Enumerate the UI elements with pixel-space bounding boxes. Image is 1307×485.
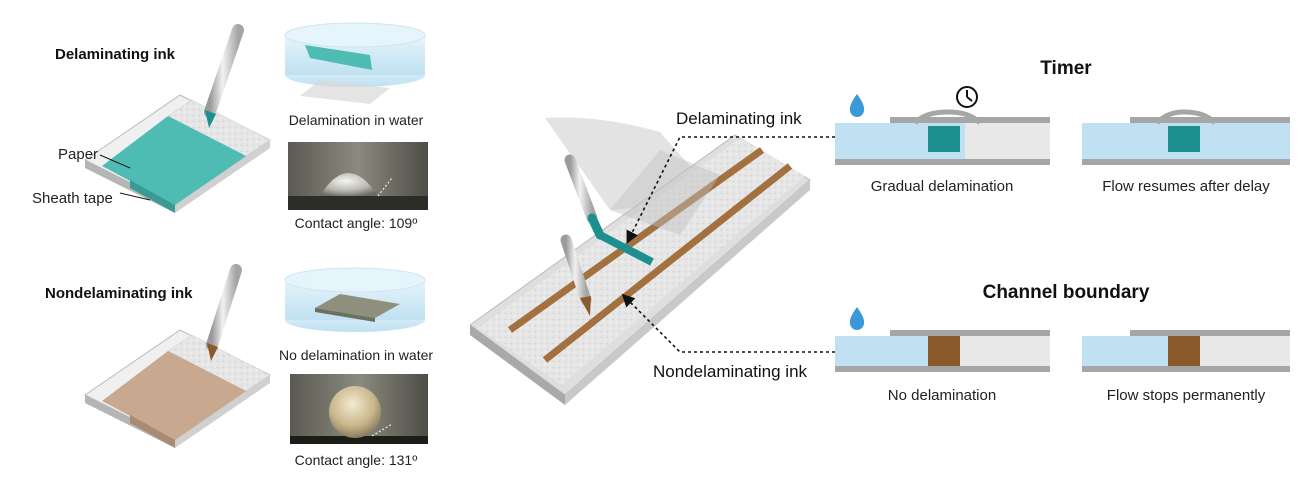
gradual-delamination-caption: Gradual delamination (870, 178, 1014, 195)
pen-icon (204, 24, 244, 128)
timer-channel-resumed (1082, 109, 1290, 165)
paper-leader-line (99, 154, 131, 169)
water-dish-nondelaminating (284, 267, 426, 332)
pen-icon (560, 234, 592, 316)
flow-resumes-caption: Flow resumes after delay (1102, 178, 1270, 195)
water-dish-delaminating (284, 22, 426, 104)
contact-angle-109-caption: Contact angle: 109º (294, 215, 418, 231)
paper-device-illustration (469, 117, 811, 405)
sheath-tape-label: Sheath tape (32, 190, 113, 207)
contact-angle-photo-131 (290, 374, 428, 444)
paper-label: Paper (58, 146, 99, 163)
boundary-channel-no-delamination (835, 330, 1050, 372)
nondelaminating-ink-title: Nondelaminating ink (45, 285, 193, 302)
clock-icon (956, 86, 978, 108)
pen-icon (564, 154, 605, 240)
nondelaminating-sample-illustration (84, 329, 271, 448)
boundary-channel-stopped (1082, 330, 1290, 372)
timer-title: Timer (1040, 58, 1092, 79)
delaminating-ink-title: Delaminating ink (55, 46, 176, 63)
flow-stops-caption: Flow stops permanently (1106, 387, 1266, 404)
delamination-in-water-caption: Delamination in water (288, 112, 424, 128)
delaminating-ink-callout-label: Delaminating ink (676, 109, 802, 128)
channel-boundary-title: Channel boundary (982, 282, 1150, 303)
water-drop-icon (849, 94, 865, 117)
nondelaminating-ink-callout-label: Nondelaminating ink (653, 362, 808, 381)
no-delamination-in-water-caption: No delamination in water (278, 347, 434, 363)
contact-angle-131-caption: Contact angle: 131º (294, 452, 418, 468)
water-drop-icon (849, 307, 865, 330)
delaminating-sample-illustration (84, 94, 271, 213)
timer-channel-gradual (835, 109, 1050, 165)
tape-leader-line (119, 192, 151, 201)
pen-icon (206, 264, 242, 361)
contact-angle-photo-109 (288, 142, 428, 210)
no-delamination-caption: No delamination (887, 387, 997, 404)
